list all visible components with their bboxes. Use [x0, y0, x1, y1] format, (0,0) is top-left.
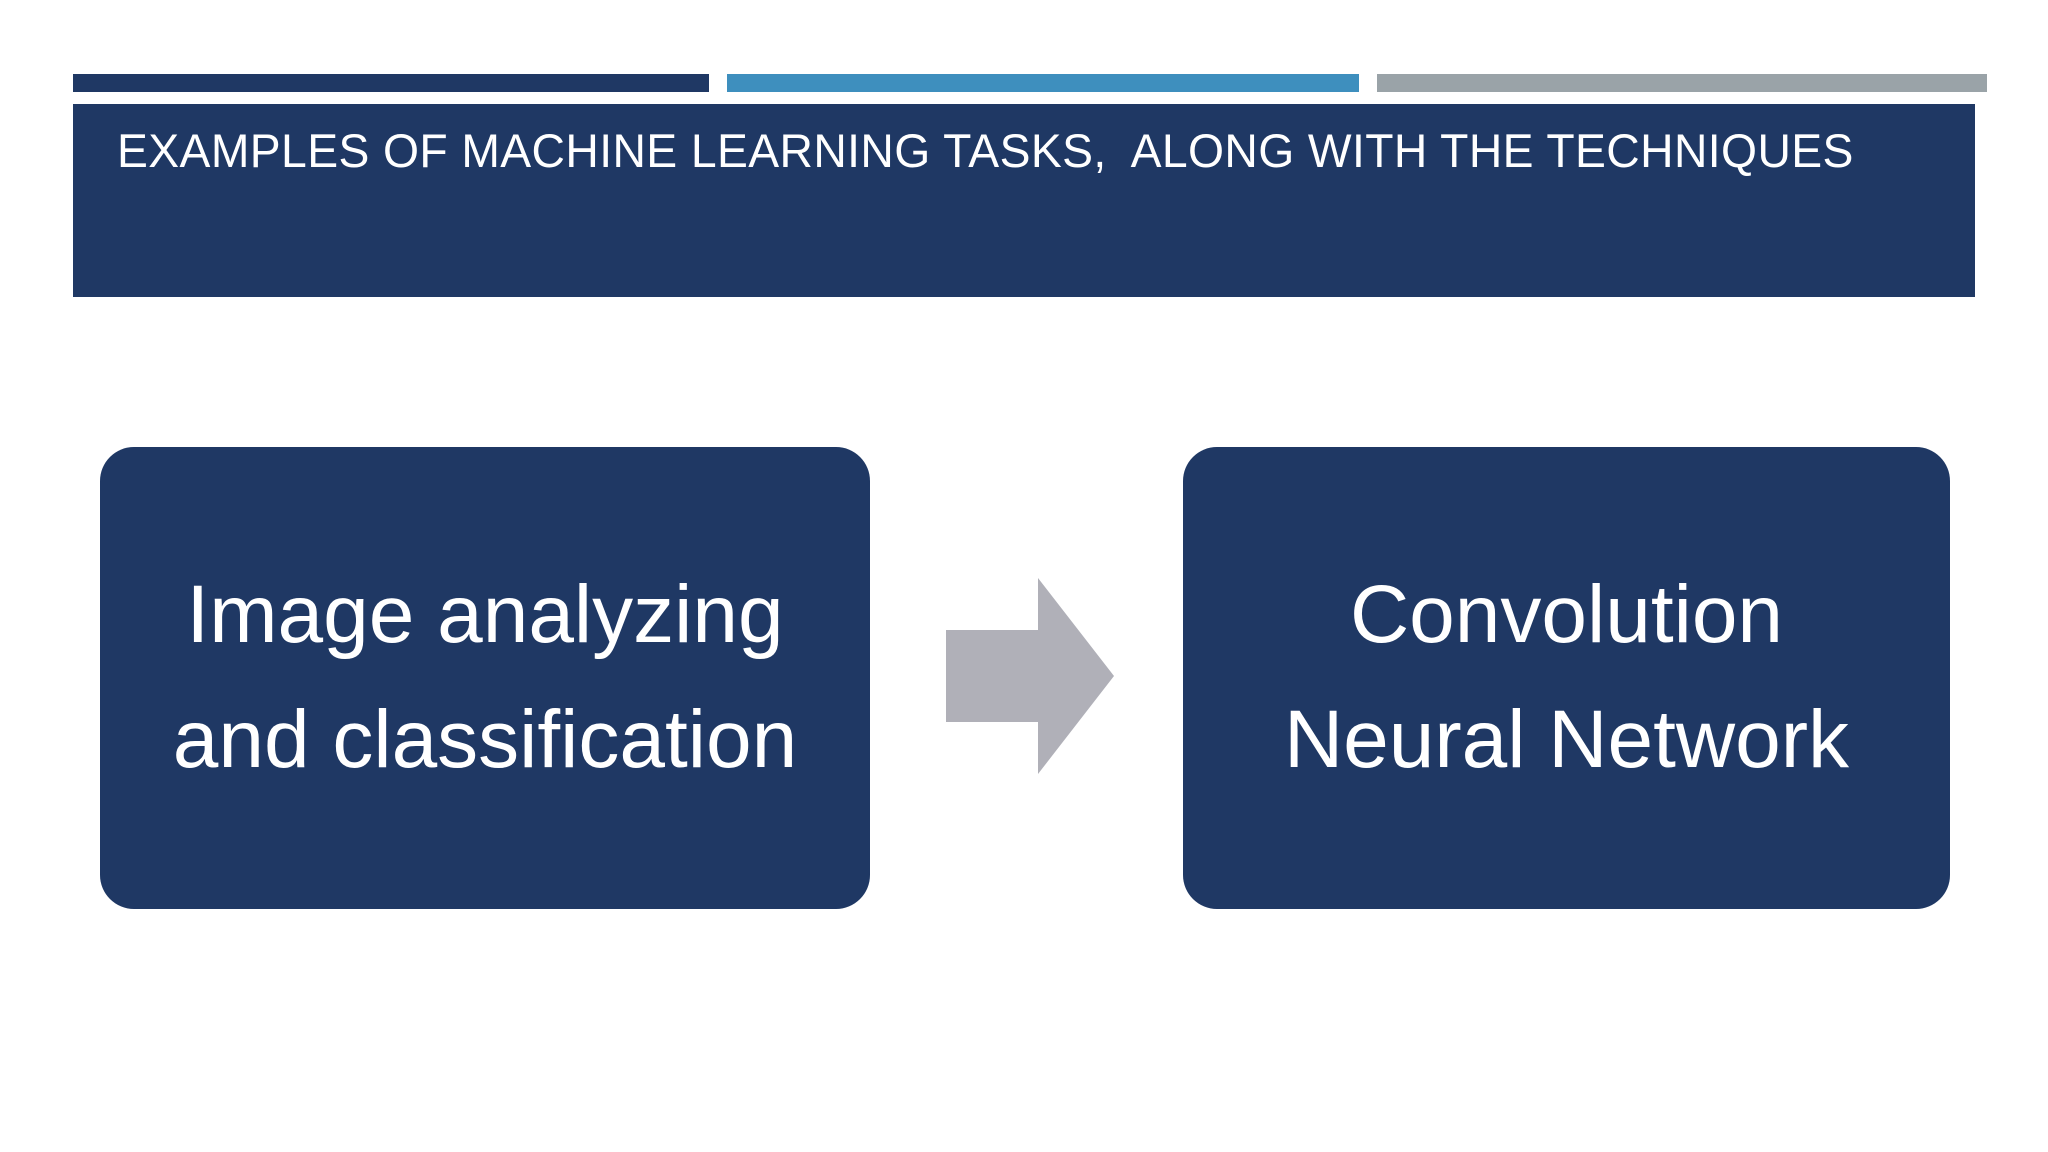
gray-accent-bar — [1377, 74, 1987, 92]
flow-node-task-line-2: and classification — [172, 694, 798, 785]
navy-accent-bar — [73, 74, 709, 92]
process-flow-diagram: Image analyzing and classification Convo… — [0, 447, 2048, 909]
page-title: EXAMPLES OF MACHINE LEARNING TASKS, ALON… — [117, 124, 1854, 177]
blue-accent-bar — [727, 74, 1359, 92]
flow-node-technique-line-2: Neural Network — [1283, 694, 1850, 785]
flow-node-task[interactable]: Image analyzing and classification — [100, 447, 870, 909]
accent-bar-group — [0, 0, 2048, 100]
flow-node-technique-line-1: Convolution — [1349, 569, 1784, 661]
right-arrow-icon — [946, 578, 1114, 774]
flow-node-technique[interactable]: Convolution Neural Network — [1183, 447, 1950, 909]
flow-node-task-line-1: Image analyzing — [186, 569, 784, 661]
title-banner: EXAMPLES OF MACHINE LEARNING TASKS, ALON… — [73, 104, 1975, 297]
